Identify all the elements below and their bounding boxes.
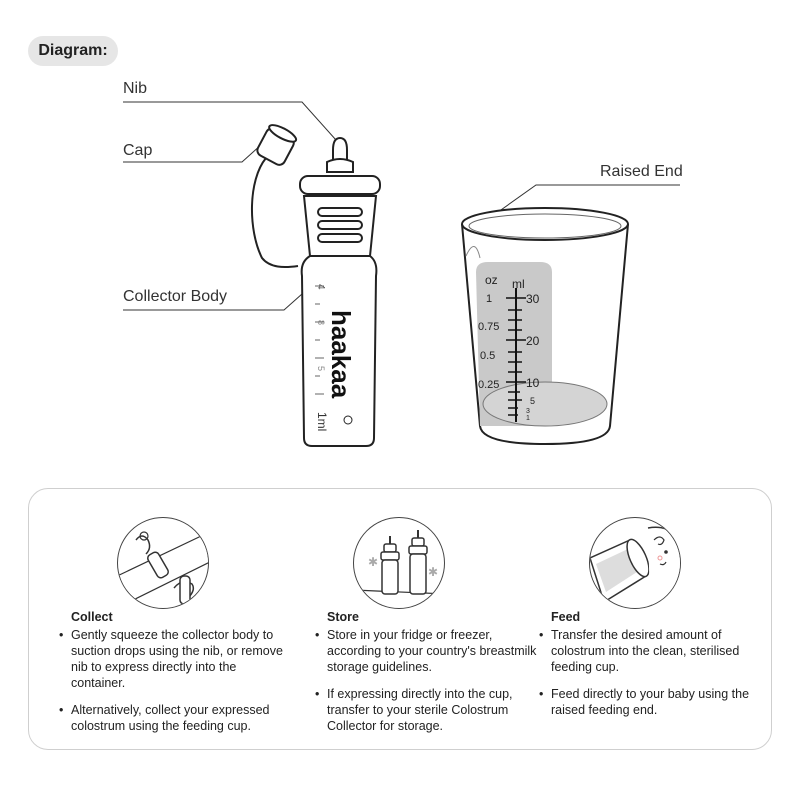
- step-bullet: Feed directly to your baby using the rai…: [539, 686, 769, 718]
- callout-cap: Cap: [123, 142, 153, 159]
- cup-scale-labels: oz ml 1 0.75 0.5 0.25 30 20 10 5 3 1: [478, 273, 540, 422]
- cup-ml-mark: 5: [530, 396, 535, 406]
- cup-ml-mark: 10: [526, 376, 540, 390]
- cup-oz-mark: 1: [486, 293, 492, 305]
- collector-scale-top: 4: [315, 284, 326, 290]
- registered-mark-icon: [343, 415, 353, 425]
- step-title: Feed: [551, 610, 581, 624]
- cup-ml-mark: 20: [526, 334, 540, 348]
- step-bullet: Transfer the desired amount of colostrum…: [539, 627, 769, 675]
- step-bullet: If expressing directly into the cup, tra…: [315, 686, 545, 734]
- cup-ml-mark: 30: [526, 292, 540, 306]
- cap-shape: [256, 124, 298, 166]
- cup-ml-label: ml: [512, 277, 525, 291]
- callout-collector-body: Collector Body: [123, 288, 228, 305]
- feed-illustration: [589, 517, 681, 609]
- step-bullet: Store in your fridge or freezer, accordi…: [315, 627, 545, 675]
- collect-illustration: [117, 517, 209, 609]
- cup-ml-mark: 1: [526, 415, 530, 422]
- diagram-tag: Diagram:: [28, 36, 118, 66]
- collector-scale-ticks: [315, 285, 324, 395]
- cup-oz-mark: 0.5: [480, 350, 495, 362]
- cup-ml-mark: 3: [526, 408, 530, 415]
- instructions-panel: ✱ ✱ Collect Gently squeeze the collector…: [28, 488, 772, 750]
- step-bullet: Gently squeeze the collector body to suc…: [59, 627, 289, 691]
- cup-oz-mark: 0.25: [478, 379, 499, 391]
- store-illustration: ✱ ✱: [353, 517, 445, 609]
- step-bullet: Alternatively, collect your expressed co…: [59, 702, 289, 734]
- hands-squeezing-collector-icon: [118, 531, 208, 608]
- callout-raised-end: Raised End: [600, 163, 683, 180]
- svg-text:✱: ✱: [368, 555, 378, 569]
- callout-nib: Nib: [123, 80, 148, 97]
- baby-feeding-cup-icon: [590, 526, 680, 607]
- cup-oz-label: oz: [485, 273, 498, 287]
- cup-oz-mark: 0.75: [478, 321, 499, 333]
- cup-scale-ticks: [506, 297, 526, 416]
- svg-text:✱: ✱: [428, 565, 438, 579]
- step-feed: Feed Transfer the desired amount of colo…: [539, 609, 769, 729]
- product-diagram: 4 8 5 haakaa 1ml oz: [123, 101, 680, 447]
- feeding-cup: [461, 207, 629, 446]
- collector-scale-mark-b: 5: [316, 366, 326, 371]
- step-collect: Collect Gently squeeze the collector bod…: [59, 609, 289, 745]
- step-title: Collect: [71, 610, 113, 624]
- colostrum-collector: [250, 124, 381, 447]
- step-title: Store: [327, 610, 359, 624]
- collector-brand-logo: haakaa: [326, 310, 356, 399]
- collectors-in-freezer-icon: ✱ ✱: [354, 530, 444, 595]
- leader-lines: [123, 101, 680, 311]
- collector-unit-label: 1ml: [315, 412, 329, 431]
- step-store: Store Store in your fridge or freezer, a…: [315, 609, 545, 745]
- collector-scale-mark-a: 8: [316, 320, 326, 325]
